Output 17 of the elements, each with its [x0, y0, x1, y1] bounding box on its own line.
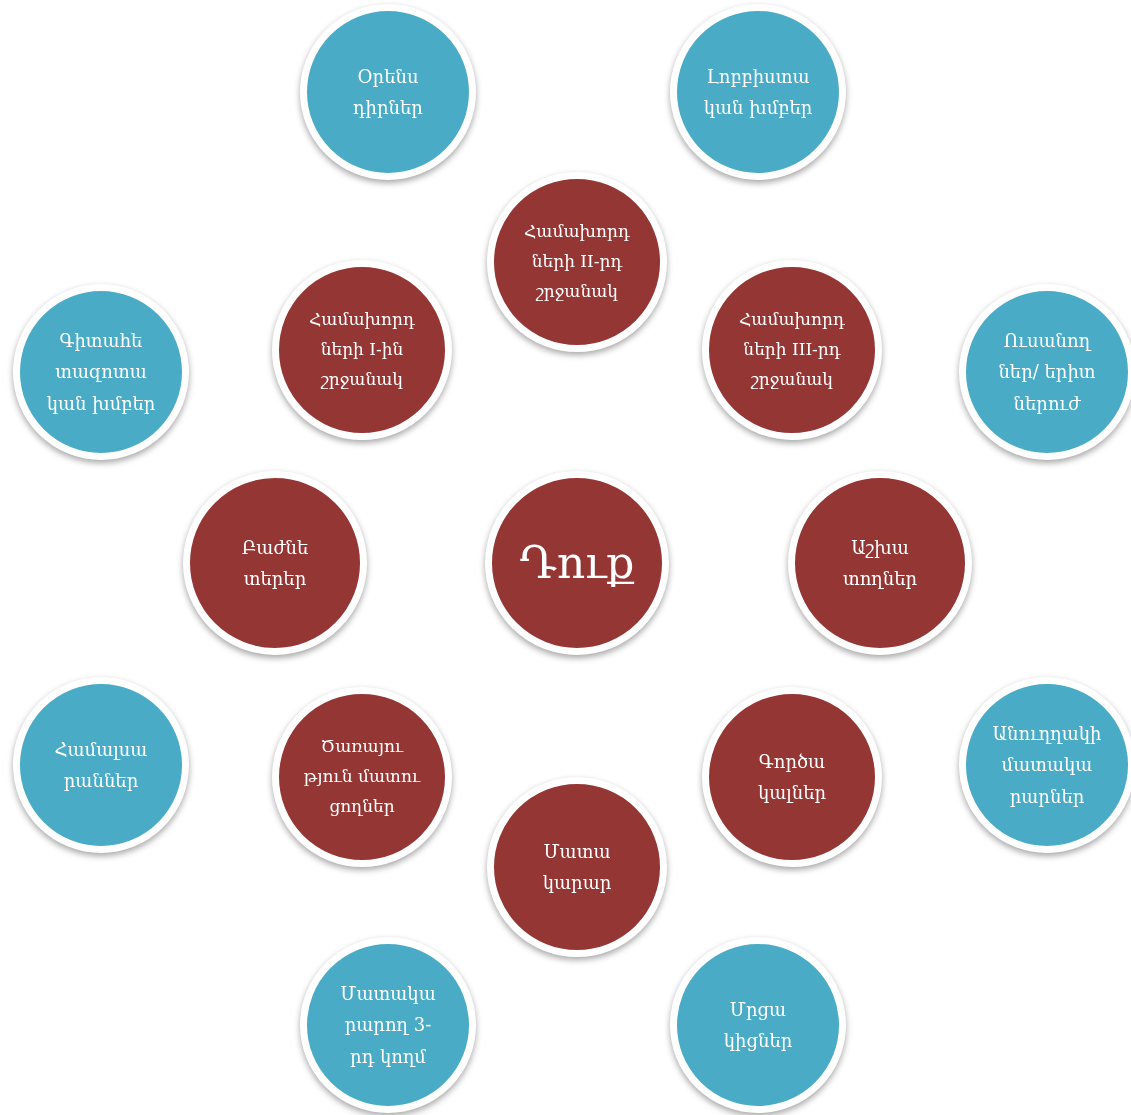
node-label: Մատա կարար	[541, 839, 613, 895]
node-label: Գործա կալներ	[756, 749, 828, 805]
node-label: Օրենս դիրներ	[352, 64, 424, 120]
node-label: Լոբբիստա կան խմբեր	[702, 64, 814, 120]
node-label: Համախորդ ների I-ին շրջանակ	[308, 308, 416, 391]
node-label: Համախորդ ների II-րդ շրջանակ	[523, 220, 631, 303]
node-label: Համալսա րաններ	[53, 737, 149, 793]
node-label: Մրցա կիցներ	[722, 997, 794, 1053]
node-label: Դուք	[518, 536, 636, 590]
node-label: Համախորդ ների III-րդ շրջանակ	[738, 308, 846, 391]
node-label: Աշխա տողներ	[841, 535, 919, 591]
node-label: Ծառայու թյուն մատու ցողներ	[302, 735, 422, 818]
node-label: Բաժնե տերեր	[240, 535, 310, 591]
node-label: Անուղղակի մատակա րարներ	[991, 721, 1103, 809]
node-label: Մատակա րարող 3-րդ կողմ	[339, 981, 437, 1069]
node-label: Գիտահե տազոտա կան խմբեր	[46, 328, 156, 416]
node-label: Ուսանող ներ/ երիտ ներուժ	[997, 328, 1097, 416]
